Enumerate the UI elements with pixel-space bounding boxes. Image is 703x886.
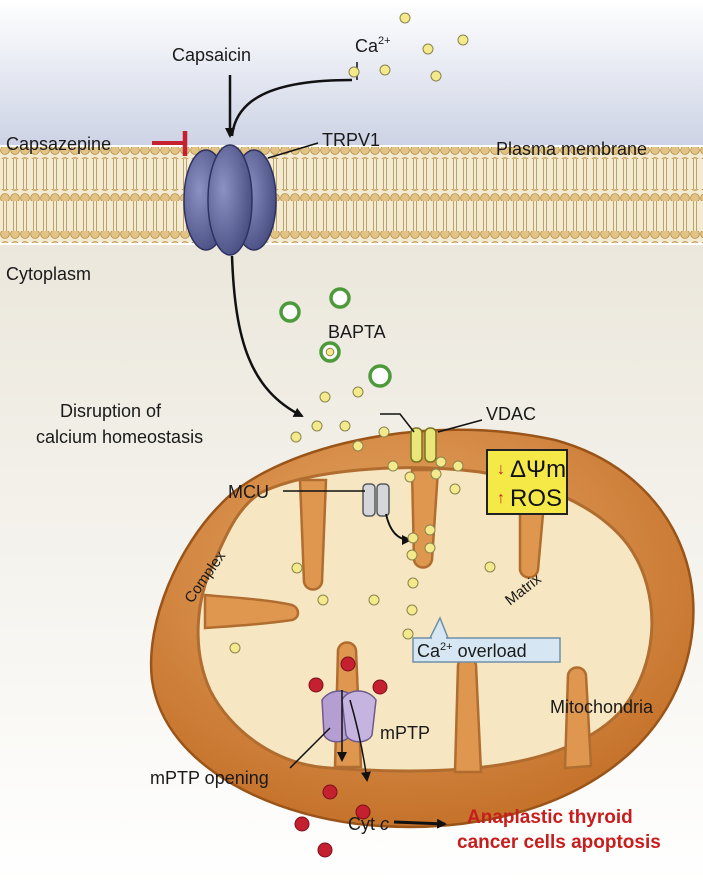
mitochondrion-icon	[149, 428, 695, 829]
mptp-opening-label: mPTP opening	[150, 768, 269, 788]
vdac-label-leader	[437, 419, 483, 433]
disruption-label-line1: Disruption of	[60, 401, 162, 421]
down-arrow-icon: ↓	[497, 461, 505, 478]
bound-calcium-dot	[325, 347, 335, 357]
calcium-ions-matrix	[229, 524, 496, 654]
outcome-label-line2: cancer cells apoptosis	[457, 832, 661, 853]
capsazepine-label: Capsazepine	[6, 134, 111, 154]
mptp-release-arrow-2	[349, 699, 371, 782]
apoptosis-arrow	[393, 818, 447, 829]
cytochrome-c-molecules	[294, 656, 388, 858]
trpv1-label: TRPV1	[322, 130, 380, 150]
channel-icon	[183, 144, 277, 256]
cytoplasm-label: Cytoplasm	[6, 264, 91, 284]
capsaicin-label: Capsaicin	[172, 45, 251, 65]
mcu-icon	[362, 483, 390, 517]
calcium-ion-label: Ca2+	[355, 35, 391, 56]
membrane-potential-ros-box: ↓ ↑ ΔΨm ROS	[486, 449, 568, 515]
ros-label: ROS	[510, 485, 562, 512]
mptp-opening-leader	[289, 727, 331, 769]
cytochrome-c-label: Cyt c	[348, 814, 389, 834]
bapta-molecules	[279, 287, 392, 388]
calcium-entry-line	[230, 78, 353, 137]
calcium-ions-cytoplasm	[290, 386, 464, 495]
pore-icon	[321, 690, 377, 743]
disruption-label-line2: calcium homeostasis	[36, 427, 203, 447]
vdac-leader-line	[380, 413, 415, 433]
calcium-overload-callout: Ca2+ overload	[412, 616, 561, 663]
trpv1-leader-line	[267, 142, 319, 159]
plasma-membrane-label: Plasma membrane	[496, 139, 647, 159]
calcium-overload-label: Ca2+ overload	[417, 641, 527, 661]
calcium-ions-extracellular	[348, 12, 469, 82]
outcome-label-line1: Anaplastic thyroid	[467, 807, 633, 828]
vdac-label: VDAC	[486, 404, 536, 424]
mcu-label: MCU	[228, 482, 269, 502]
membrane-potential-label: ΔΨm	[510, 456, 566, 483]
calcium-influx-arrow	[230, 255, 304, 418]
mitochondria-label: Mitochondria	[550, 697, 654, 717]
up-arrow-icon: ↑	[497, 490, 505, 507]
mptp-label: mPTP	[380, 723, 430, 743]
bapta-label: BAPTA	[328, 322, 386, 342]
inhibitor-symbol	[152, 131, 188, 156]
vdac-icon	[410, 427, 437, 463]
mcu-uptake-arrow	[385, 513, 412, 545]
plasma-membrane	[0, 147, 703, 243]
